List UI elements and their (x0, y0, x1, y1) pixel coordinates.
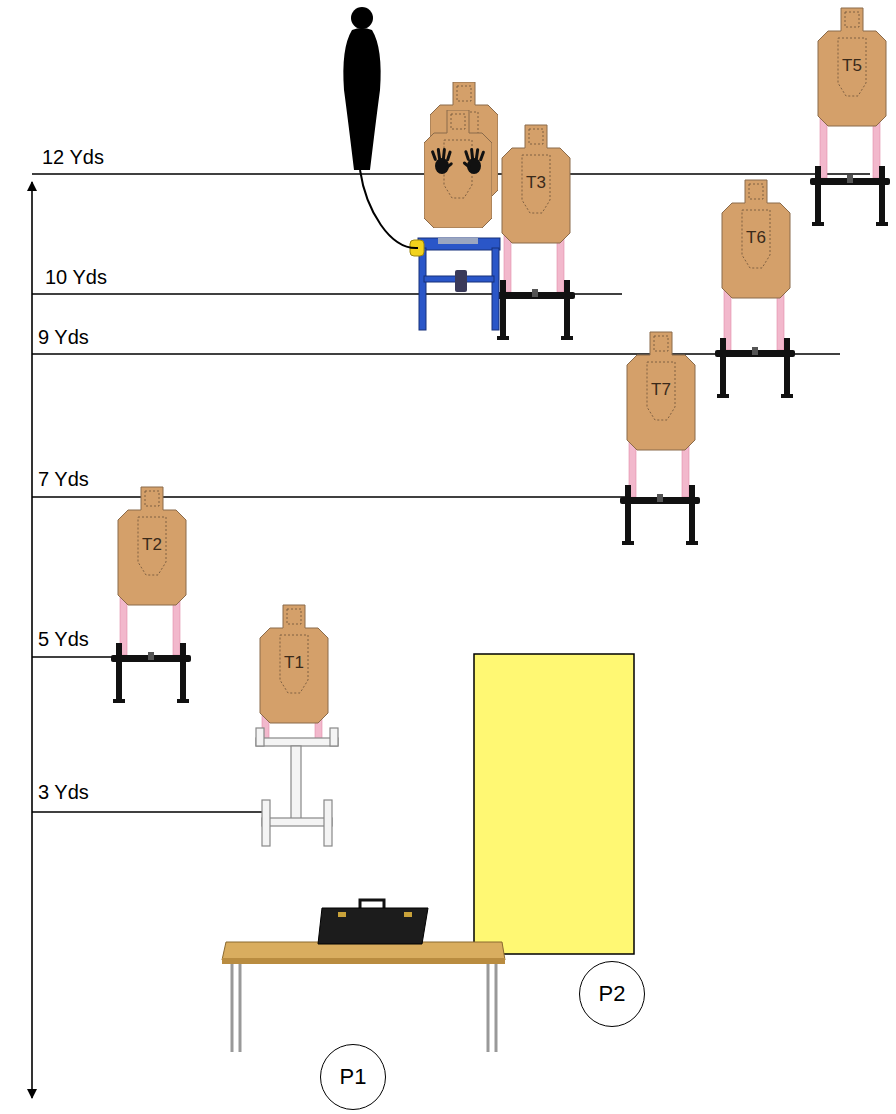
target-number: T7 (627, 380, 695, 400)
target-number: T6 (722, 228, 790, 248)
target: T3 (502, 125, 570, 243)
target: T6 (722, 180, 790, 298)
barrier (474, 654, 634, 954)
table (222, 942, 505, 1052)
distance-label: 10 Yds (43, 266, 109, 288)
position-label: P2 (599, 982, 626, 1006)
target: T1 (260, 605, 328, 723)
shooting-position: P2 (579, 961, 645, 1027)
distance-label: 3 Yds (36, 781, 91, 803)
distance-label: 5 Yds (36, 628, 91, 650)
no-shoot-silhouette (343, 7, 418, 248)
target-number: T2 (118, 535, 186, 555)
distance-scale (32, 174, 870, 1098)
distance-label: 7 Yds (36, 468, 91, 490)
position-label: P1 (340, 1065, 367, 1089)
target-number: T1 (260, 653, 328, 673)
shooting-position: P1 (320, 1044, 386, 1110)
distance-label: 9 Yds (36, 326, 91, 348)
briefcase (318, 900, 428, 944)
target-stands (111, 166, 890, 703)
target-mover (410, 238, 500, 330)
target-number: T3 (502, 173, 570, 193)
hands-target (424, 82, 498, 228)
metal-stand (256, 728, 338, 846)
target: T7 (627, 332, 695, 450)
target: T2 (118, 487, 186, 605)
target-number: T5 (818, 56, 886, 76)
target-legs (120, 96, 880, 743)
target: T5 (818, 8, 886, 126)
distance-label: 12 Yds (40, 146, 106, 168)
